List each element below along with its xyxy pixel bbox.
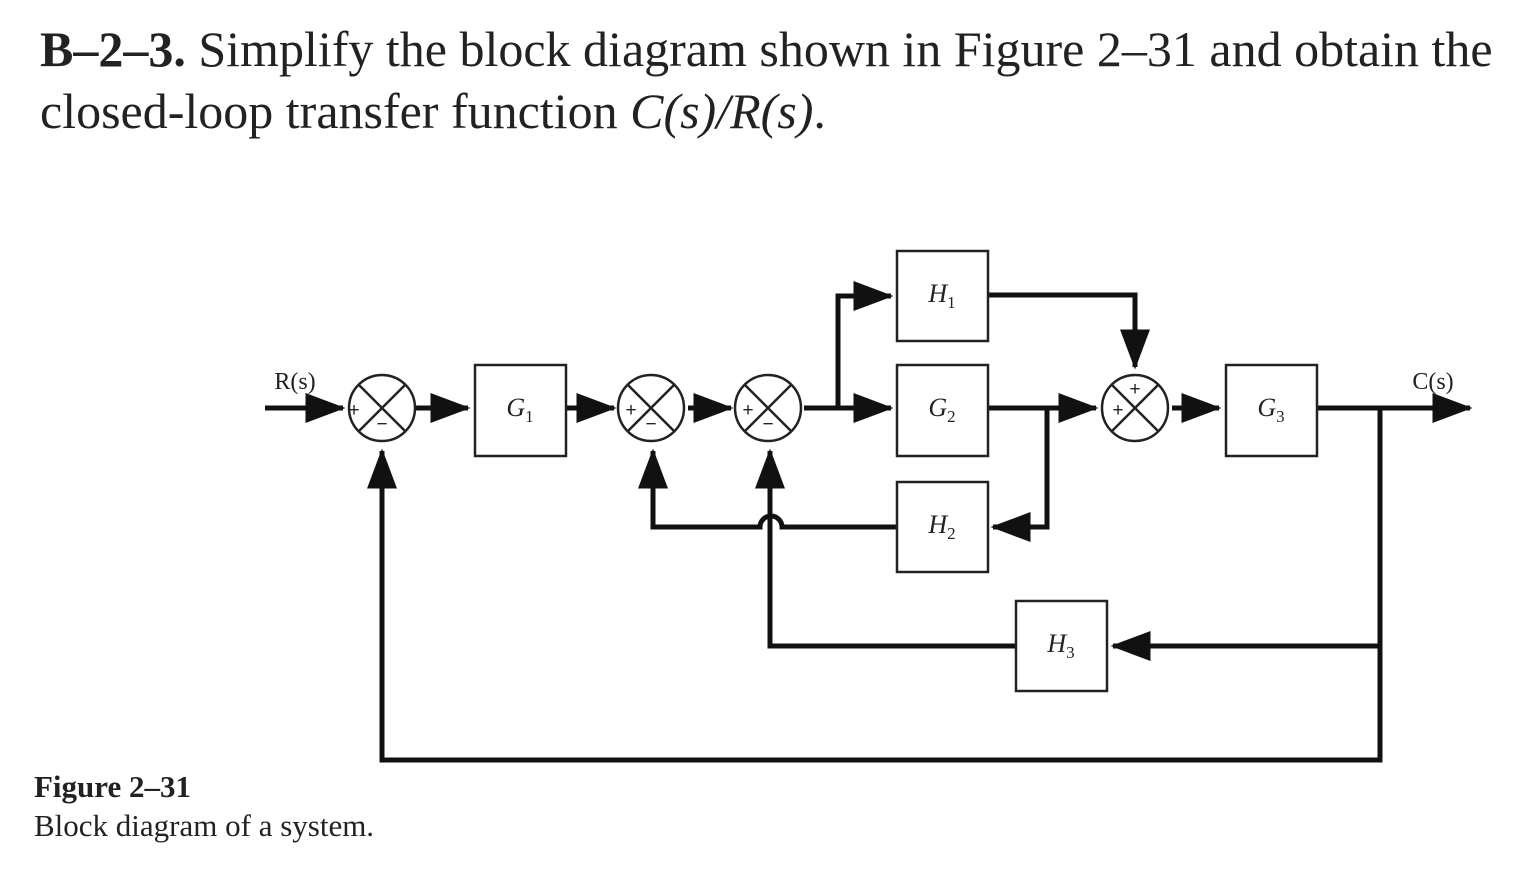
svg-text:H1: H1 (927, 279, 955, 312)
problem-period: . (813, 83, 826, 139)
input-label: R(s) (274, 369, 315, 395)
plus-sign: + (348, 400, 359, 421)
block-g3-name: G (1257, 393, 1276, 422)
block-h2: H2 (895, 480, 990, 574)
block-g1-name: G (506, 393, 525, 422)
figure-description: Block diagram of a system. (34, 808, 375, 843)
block-h3-name: H (1046, 629, 1067, 658)
minus-sign: − (762, 414, 773, 435)
transfer-function: C(s)/R(s) (630, 83, 814, 139)
plus-sign-top: + (1129, 379, 1140, 400)
svg-text:G2: G2 (928, 393, 955, 426)
block-h1-subscript: 1 (947, 293, 956, 312)
block-h2-name: H (927, 510, 948, 539)
plus-sign: + (742, 400, 753, 421)
block-g1: G1 (473, 363, 568, 458)
summing-junction-3: + − (733, 373, 803, 443)
block-g2-subscript: 2 (947, 407, 956, 426)
block-h1: H1 (895, 249, 990, 343)
svg-text:G1: G1 (506, 393, 533, 426)
h2-input-wire (990, 408, 1050, 542)
svg-text:G3: G3 (1257, 393, 1284, 426)
block-g3-subscript: 3 (1276, 407, 1285, 426)
summing-junction-4: + + (1100, 373, 1170, 443)
h1-input-wire (835, 281, 894, 408)
plus-sign: + (625, 400, 636, 421)
h2-output-wire (638, 448, 897, 530)
block-h2-subscript: 2 (947, 524, 956, 543)
output-label: C(s) (1412, 369, 1453, 395)
h1-output-wire (988, 292, 1150, 370)
h3-output-wire (755, 448, 1016, 649)
block-h1-name: H (927, 279, 948, 308)
unity-feedback-wire (367, 448, 1383, 763)
problem-statement: B–2–3. Simplify the block diagram shown … (40, 18, 1500, 142)
summing-junction-1: + − (347, 373, 417, 443)
figure-caption: Figure 2–31 Block diagram of a system. (34, 768, 634, 846)
block-g2-name: G (928, 393, 947, 422)
block-h3-subscript: 3 (1066, 643, 1075, 662)
problem-text: Simplify the block diagram shown in Figu… (40, 21, 1493, 139)
minus-sign: − (645, 414, 656, 435)
block-g1-subscript: 1 (525, 407, 534, 426)
plus-sign-left: + (1112, 400, 1123, 421)
block-h3: H3 (1014, 599, 1109, 693)
svg-text:H3: H3 (1046, 629, 1074, 662)
problem-number: B–2–3. (40, 21, 186, 77)
block-g2: G2 (895, 363, 990, 458)
svg-text:H2: H2 (927, 510, 955, 543)
summing-junction-2: + − (616, 373, 686, 443)
block-g3: G3 (1224, 363, 1319, 458)
figure-title: Figure 2–31 (34, 769, 191, 804)
minus-sign: − (376, 414, 387, 435)
